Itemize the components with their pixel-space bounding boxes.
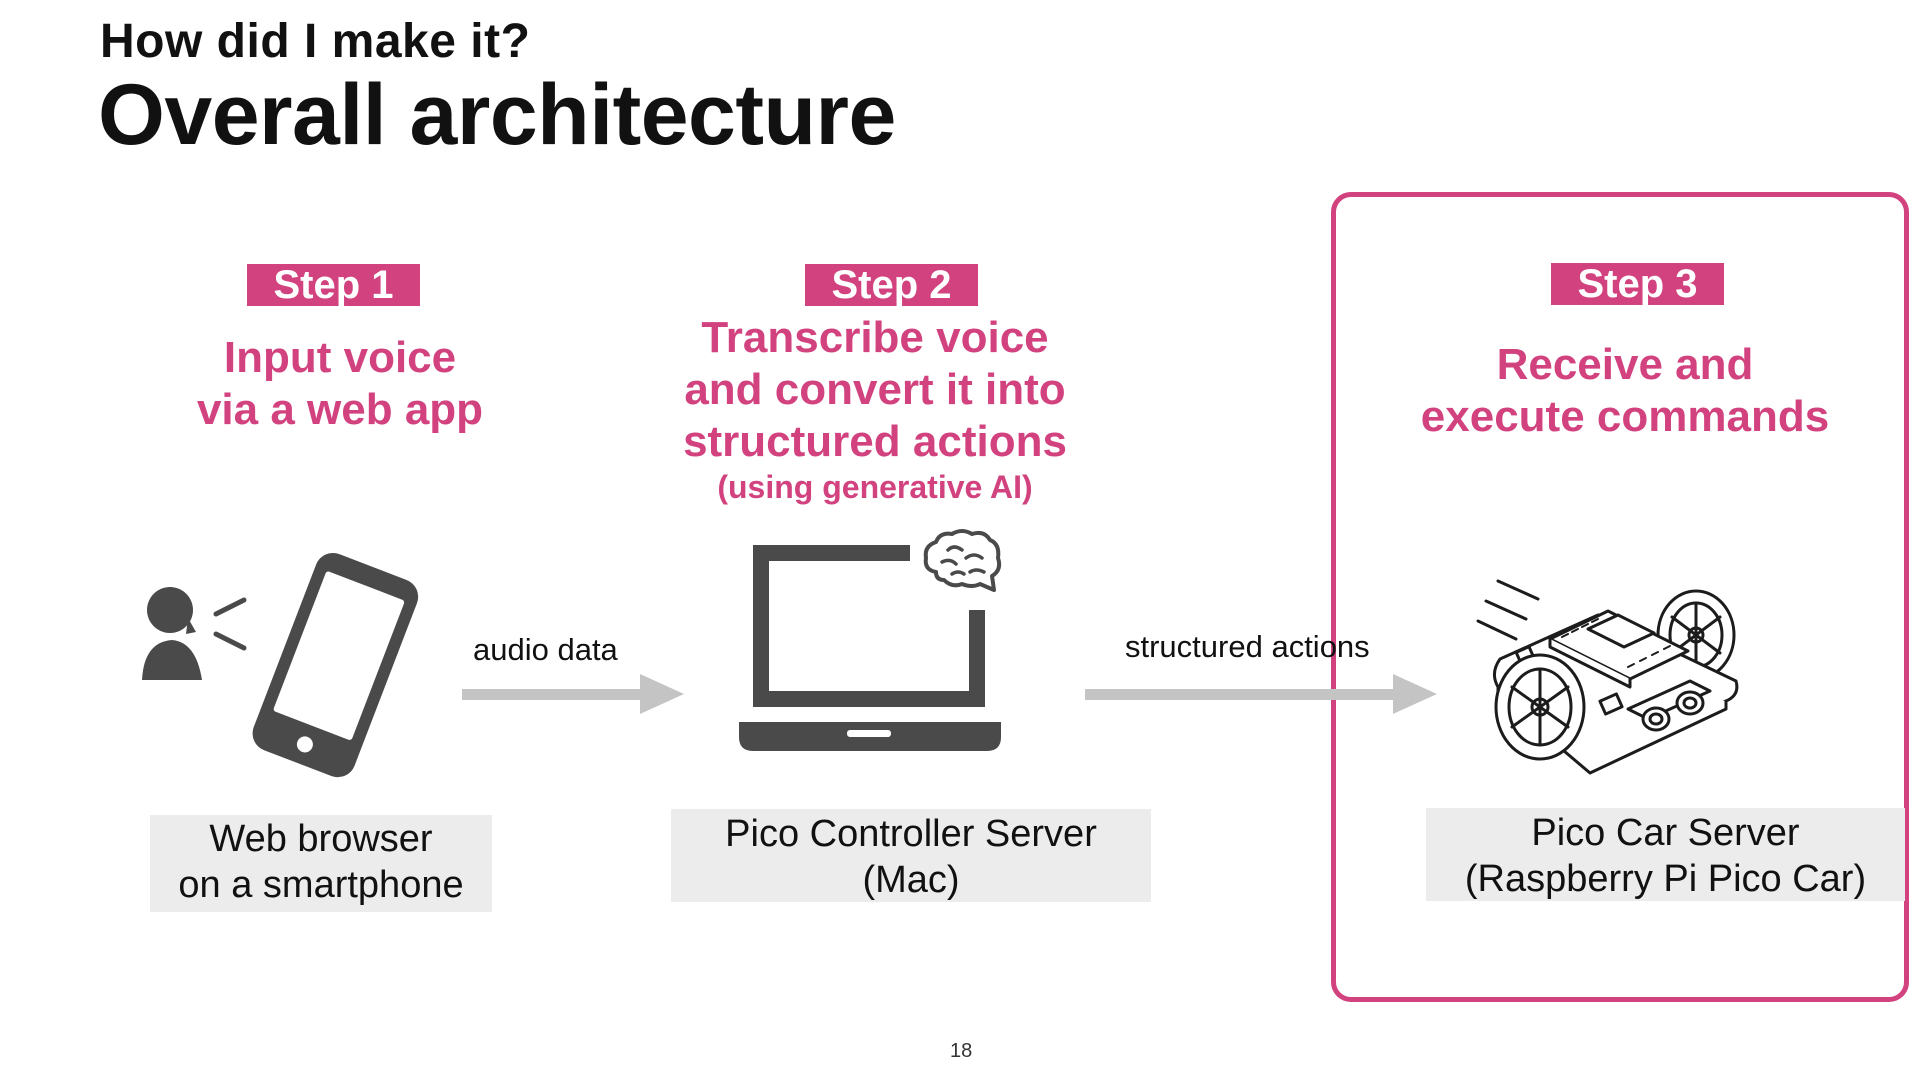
- page-number: 18: [950, 1040, 973, 1062]
- step2-desc-line: Transcribe voice: [701, 313, 1049, 362]
- node-label-web-browser: Web browser on a smartphone: [150, 815, 492, 912]
- step3-desc-line: execute commands: [1420, 392, 1830, 441]
- node-label-car-server: Pico Car Server (Raspberry Pi Pico Car): [1426, 808, 1905, 901]
- slide-title: Overall architecture: [98, 67, 896, 163]
- step1-description: Input voice via a web app: [140, 332, 540, 436]
- structured-actions-label: structured actions: [1125, 629, 1370, 664]
- node-label-line: (Mac): [862, 859, 960, 901]
- step2-desc-line: and convert it into: [684, 365, 1066, 414]
- step1-badge: Step 1: [247, 264, 420, 306]
- node-label-line: Pico Controller Server: [725, 813, 1097, 855]
- audio-data-label: audio data: [473, 632, 618, 667]
- step2-badge: Step 2: [805, 264, 978, 306]
- robot-car-icon: [1476, 579, 1739, 775]
- node-label-line: on a smartphone: [178, 864, 464, 906]
- step1-desc-line: via a web app: [196, 385, 484, 434]
- node-label-line: Pico Car Server: [1531, 812, 1800, 854]
- step3-desc-line: Receive and: [1496, 340, 1754, 389]
- node-label-line: (Raspberry Pi Pico Car): [1464, 858, 1867, 900]
- step3-description: Receive and execute commands: [1380, 339, 1870, 443]
- node-label-controller-server: Pico Controller Server (Mac): [671, 809, 1151, 902]
- slide-subtitle: How did I make it?: [100, 15, 531, 68]
- structured-actions-arrow: [1085, 674, 1437, 714]
- smartphone-icon: [252, 552, 419, 778]
- speaking-person-icon: [142, 587, 247, 680]
- audio-data-arrow: [462, 674, 684, 714]
- node-label-line: Web browser: [209, 818, 433, 860]
- laptop-icon: [739, 545, 1001, 751]
- brain-icon: [923, 529, 1002, 592]
- step2-desc-line: structured actions: [683, 417, 1067, 466]
- step2-note: (using generative AI): [717, 469, 1033, 505]
- step3-badge: Step 3: [1551, 263, 1724, 305]
- step3-highlight-frame: [1331, 192, 1909, 1002]
- step2-description: Transcribe voice and convert it into str…: [640, 312, 1110, 468]
- step1-desc-line: Input voice: [223, 333, 457, 382]
